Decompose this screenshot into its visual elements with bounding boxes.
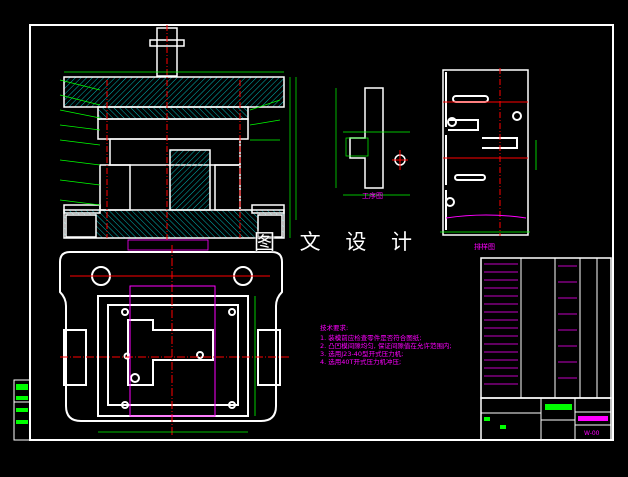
parts-list <box>480 257 612 441</box>
process-view-label: 工序图 <box>362 191 383 200</box>
drawing-number: W-00 <box>584 430 600 437</box>
svg-text:2. 凸凹模间隙均匀, 保证间隙值在允许范围内;: 2. 凸凹模间隙均匀, 保证间隙值在允许范围内; <box>320 341 452 350</box>
main-section-view <box>59 25 297 251</box>
plan-view <box>59 245 290 437</box>
strip-layout-view <box>440 68 537 236</box>
side-stamp-block <box>13 379 31 441</box>
technical-requirements: 技术要求: 1. 装模前应检查零件是否符合图纸; 2. 凸凹模间隙均匀, 保证间… <box>320 323 452 366</box>
drawing-border <box>29 24 614 441</box>
strip-layout-label: 排样图 <box>474 242 495 251</box>
svg-text:3. 选用J23-40型开式压力机;: 3. 选用J23-40型开式压力机; <box>320 349 403 358</box>
svg-text:1. 装模前应检查零件是否符合图纸;: 1. 装模前应检查零件是否符合图纸; <box>320 333 421 342</box>
watermark: 图 文 设 计 <box>254 230 422 254</box>
svg-text:4. 选用40T开式压力机冲压;: 4. 选用40T开式压力机冲压; <box>320 357 401 366</box>
svg-text:技术要求:: 技术要求: <box>320 323 348 332</box>
process-view <box>335 87 410 196</box>
